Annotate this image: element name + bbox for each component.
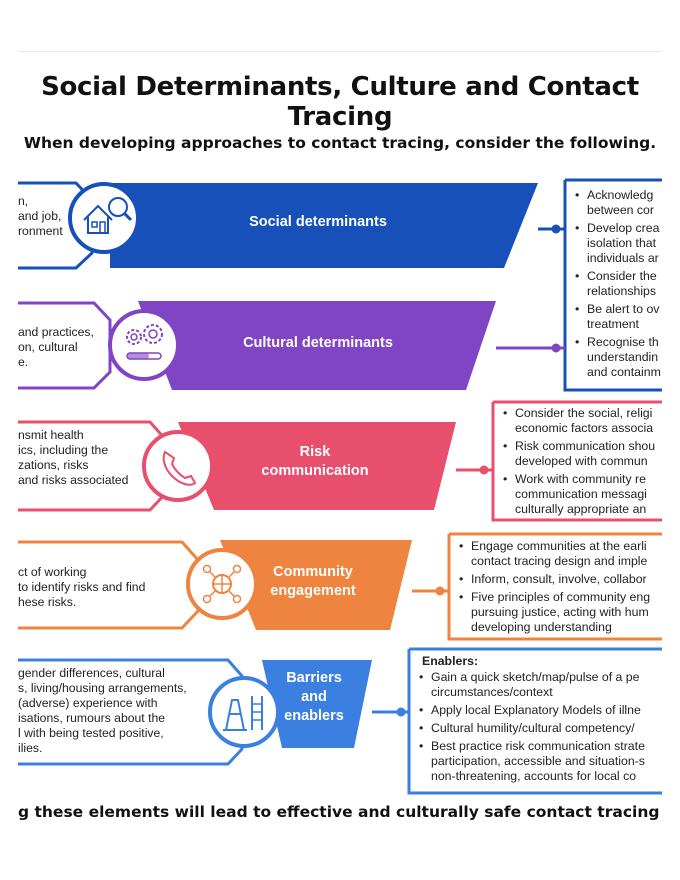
social-title: Social determinants	[249, 214, 387, 230]
cultural-band	[138, 301, 496, 390]
community-right-box	[447, 532, 662, 641]
list-item: Inform, consult, involve, collabor	[454, 572, 650, 587]
footer-statement: g these elements will lead to effective …	[18, 803, 662, 821]
community-title: Community engagement	[270, 564, 356, 599]
enablers-right-list: Enablers: Gain a quick sketch/map/pulse …	[414, 654, 645, 787]
page-subtitle: When developing approaches to contact tr…	[23, 134, 657, 152]
risk-left-text: nsmit health ics, including the zations,…	[18, 428, 129, 487]
barriers-left-text: gender differences, cultural s, living/h…	[18, 666, 187, 755]
risk-right-box	[491, 400, 662, 522]
barriers-band	[262, 660, 372, 748]
social-right-box	[563, 178, 662, 392]
community-band	[220, 540, 412, 630]
barriers-title: Barriers and enablers	[284, 670, 344, 724]
list-item: Cultural humility/cultural competency/	[414, 721, 645, 736]
house-magnifier-icon	[68, 182, 140, 254]
list-item: Five principles of community engpursuing…	[454, 590, 650, 635]
phone-icon	[142, 430, 214, 502]
enablers-right-box	[407, 647, 662, 795]
list-item: Apply local Explanatory Models of illne	[414, 703, 645, 718]
list-item: Gain a quick sketch/map/pulse of a pecir…	[414, 670, 645, 700]
social-left-text: n, and job, ronment	[18, 194, 63, 238]
barrier-ladder-icon	[208, 676, 280, 748]
cultural-title: Cultural determinants	[243, 335, 393, 351]
community-left-text: ct of working to identify risks and find…	[18, 565, 146, 609]
list-item: Best practice risk communication stratep…	[414, 739, 645, 784]
risk-title: Risk communication	[261, 444, 369, 479]
diagram-text-layer: Social determinants Cultural determinant…	[18, 170, 662, 795]
enablers-heading: Enablers:	[422, 654, 479, 668]
community-network-icon	[186, 548, 258, 620]
gears-progress-icon	[108, 309, 180, 381]
risk-band	[178, 422, 456, 510]
page-title: Social Determinants, Culture and Contact…	[41, 72, 639, 132]
cultural-left-text: and practices, on, cultural e.	[18, 325, 94, 369]
top-divider	[18, 51, 662, 52]
social-band	[110, 183, 538, 268]
